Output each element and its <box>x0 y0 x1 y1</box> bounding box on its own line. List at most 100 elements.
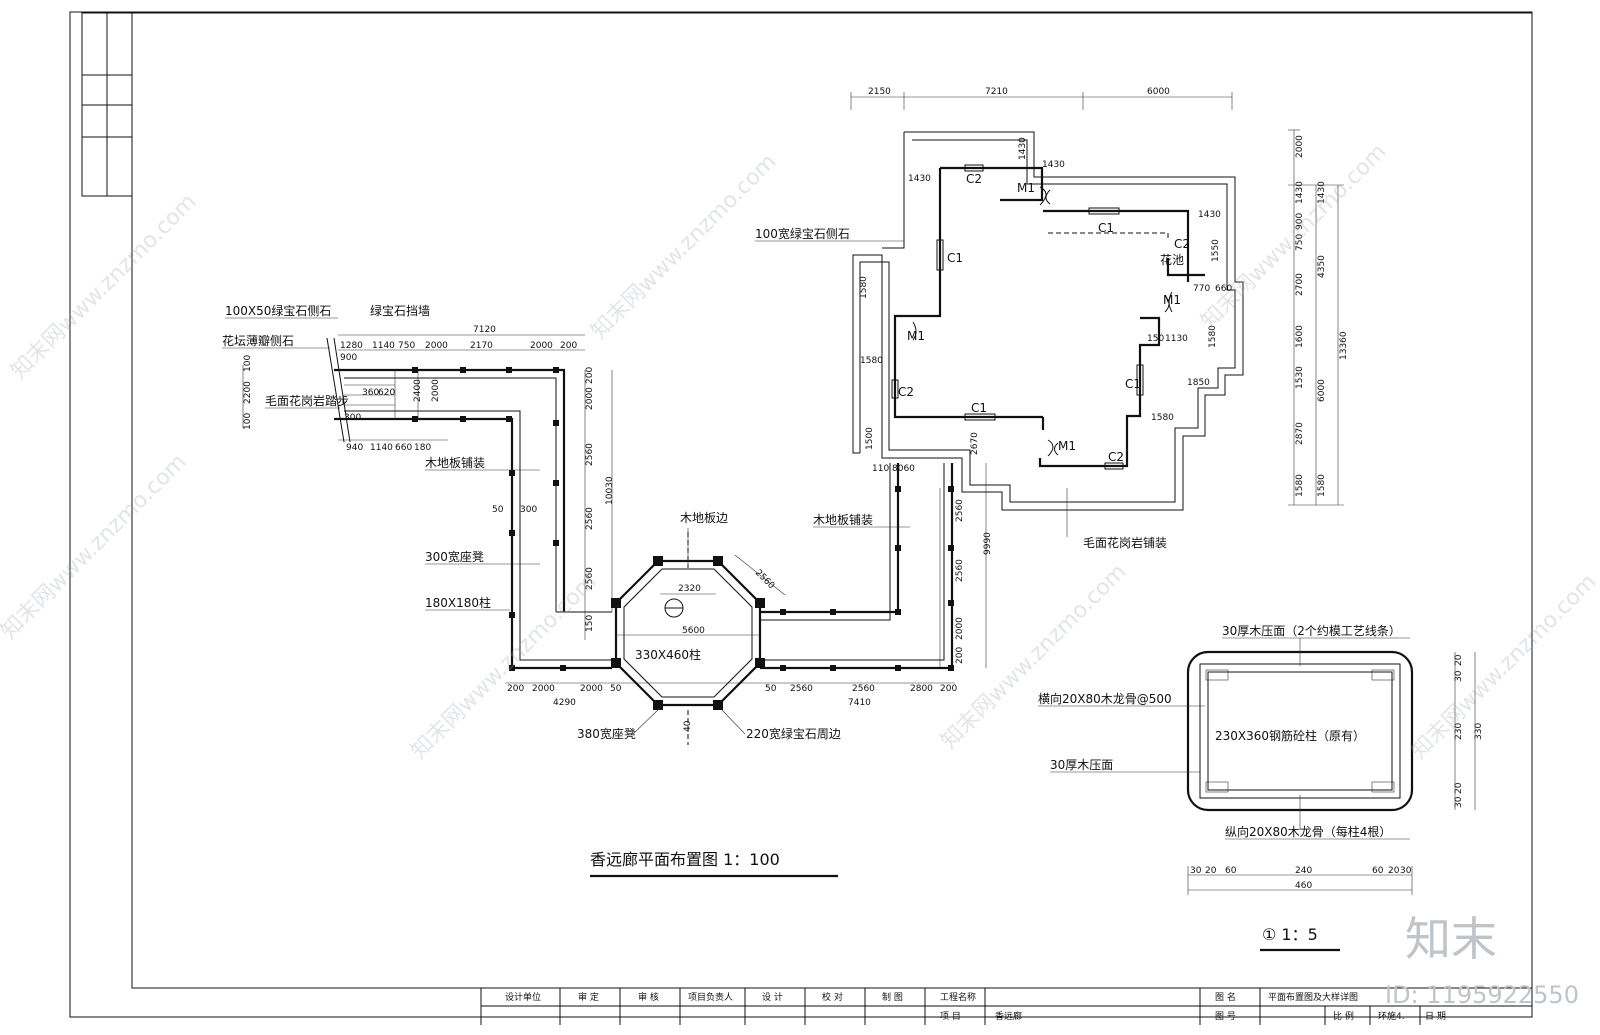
window-c1-4 <box>1136 364 1144 396</box>
detail-top-note: 30厚木压面（2个约模工艺线条） <box>1222 623 1401 638</box>
dim-top-1: 7210 <box>985 87 1008 97</box>
title-block: 设计单位 审 定 审 核 项目负责人 设 计 校 对 制 图 工程名称 图 名 … <box>132 987 1532 1025</box>
dim-b-8: 770 <box>1193 284 1210 294</box>
dim-wt-1: 1140 <box>372 341 395 351</box>
detail-db-4: 60 <box>1372 866 1384 876</box>
label-wood-floor-1: 木地板铺装 <box>425 456 485 470</box>
dim-r2-3: 1580 <box>1317 474 1327 497</box>
label-bench-300: 300宽座凳 <box>425 549 484 564</box>
dim-wbase-9: 200 <box>940 684 957 694</box>
west-corridor: 100X50绿宝石侧石 绿宝石挡墙 花坛薄瓣侧石 毛面花岗岩踏步 木地板铺装 3… <box>222 303 957 708</box>
label-wood-floor-2: 木地板铺装 <box>813 513 873 527</box>
dim-ew-3: 9990 <box>983 532 993 555</box>
watermark-7: 知末网www.znzmo.com <box>1407 569 1600 764</box>
tb-draw: 制 图 <box>882 991 903 1003</box>
dim-r1-8: 1580 <box>1295 474 1305 497</box>
dim-wv-6: 200 <box>585 367 595 384</box>
dim-wt-5: 2000 <box>530 341 553 351</box>
tb-item-value: 香远廊 <box>995 1010 1022 1022</box>
dim-wl-1: 2200 <box>243 381 253 404</box>
detail-dr-2: 230 <box>1454 723 1464 740</box>
tb-item: 项 目 <box>940 1011 961 1022</box>
dim-b-0: 1430 <box>908 174 931 184</box>
label-c1-b: C1 <box>1098 221 1114 235</box>
octagon-pavilion: 2320 5600 2560 40 330X460柱 木地板边 380宽座凳 2… <box>577 511 841 745</box>
dim-wl-10: 50 <box>492 505 504 515</box>
dim-wv-1: 2560 <box>585 443 595 466</box>
dim-oct-0: 2320 <box>678 584 701 594</box>
dim-ew-4: 200 <box>955 647 965 664</box>
door-m1-4 <box>1047 439 1059 457</box>
detail-db-3: 240 <box>1295 866 1312 876</box>
tb-design: 设 计 <box>762 991 783 1003</box>
dim-wv-0: 2000 <box>585 387 595 410</box>
dim-wl-8: 900 <box>340 353 357 363</box>
watermark-5: 知末网www.znzmo.com <box>937 559 1132 754</box>
label-side-stone-100: 100宽绿宝石侧石 <box>755 226 850 241</box>
window-c1-1 <box>936 239 944 271</box>
door-m1-2 <box>912 321 917 341</box>
dim-wt-2: 750 <box>398 341 415 351</box>
tb-project-name: 工程名称 <box>940 991 976 1003</box>
tb-drawing-name: 平面布置图及大样详图 <box>1268 991 1358 1003</box>
dim-b-6: 1580 <box>1151 413 1174 423</box>
dim-wt-7: 7120 <box>473 325 496 335</box>
label-side-stone-100x50: 100X50绿宝石侧石 <box>225 303 331 318</box>
detail-keel-h: 横向20X80木龙骨@500 <box>1038 691 1172 706</box>
tb-date: 日 期 <box>1425 1011 1446 1022</box>
dim-b-17: 2670 <box>970 432 980 455</box>
dim-b-16: 8060 <box>892 464 915 474</box>
dim-wl-4: 2000 <box>431 379 441 402</box>
dim-wbase-3: 50 <box>610 684 622 694</box>
dim-top-0: 2150 <box>868 87 891 97</box>
dim-wb-1: 1140 <box>370 443 393 453</box>
detail-total: 460 <box>1295 881 1312 891</box>
dim-wt-0: 1280 <box>340 341 363 351</box>
detail-dr-1: 30 <box>1454 670 1464 682</box>
dim-wb-2: 660 <box>395 443 412 453</box>
label-c2-a: C2 <box>966 172 982 186</box>
label-c1-c: C1 <box>971 401 987 415</box>
label-wood-floor-edge: 木地板边 <box>680 511 728 525</box>
label-c2-c: C2 <box>898 385 914 399</box>
pavilion-posts <box>611 556 765 710</box>
east-posts <box>780 486 954 671</box>
dim-wb-0: 940 <box>346 443 363 453</box>
dim-wbase-2: 2000 <box>580 684 603 694</box>
label-post-180: 180X180柱 <box>425 595 491 610</box>
dim-ew-1: 2560 <box>955 559 965 582</box>
label-c2-b: C2 <box>1174 237 1190 251</box>
dim-b-7: 1850 <box>1187 378 1210 388</box>
dim-wv-2: 2560 <box>585 507 595 530</box>
dim-b-3: 1430 <box>1018 137 1028 160</box>
label-stone-edge-220: 220宽绿宝石周边 <box>746 726 841 741</box>
dim-top-2: 6000 <box>1147 87 1170 97</box>
label-c1-a: C1 <box>947 251 963 265</box>
column-detail: 230X360钢筋砼柱（原有） 30厚木压面（2个约模工艺线条） 横向20X80… <box>1038 623 1484 952</box>
detail-keel-v: 纵向20X80木龙骨（每柱4根） <box>1225 824 1391 839</box>
dim-wl-11: 300 <box>520 505 537 515</box>
window-c2-1 <box>964 164 984 172</box>
dim-r2-2: 6000 <box>1317 379 1327 402</box>
detail-dr-4: 30 <box>1454 796 1464 808</box>
inner-frame <box>131 12 1533 989</box>
dim-r2-0: 1430 <box>1317 181 1327 204</box>
detail-column: 230X360钢筋砼柱（原有） <box>1215 728 1365 743</box>
tb-check: 校 对 <box>822 991 843 1003</box>
dim-b-13: 1580 <box>1208 325 1218 348</box>
detail-db-2: 60 <box>1225 866 1237 876</box>
dim-wbase-5: 50 <box>765 684 777 694</box>
detail-dr-3: 330 <box>1474 723 1484 740</box>
tb-drawing-name-label: 图 名 <box>1215 991 1236 1003</box>
window-c1-2 <box>1088 207 1120 215</box>
right-dimensions: 2000 1430 900 750 2700 1600 1530 2870 15… <box>1288 129 1349 506</box>
dim-b-5: 1580 <box>860 356 883 366</box>
dim-wt-6: 200 <box>560 341 577 351</box>
dim-wbase-1: 2000 <box>532 684 555 694</box>
dim-wl-2: 100 <box>243 413 253 430</box>
label-m1-a: M1 <box>1017 181 1035 195</box>
label-post-330: 330X460柱 <box>635 647 701 662</box>
dim-r1-6: 1530 <box>1295 366 1305 389</box>
detail-dr-0: 20 <box>1454 654 1464 666</box>
